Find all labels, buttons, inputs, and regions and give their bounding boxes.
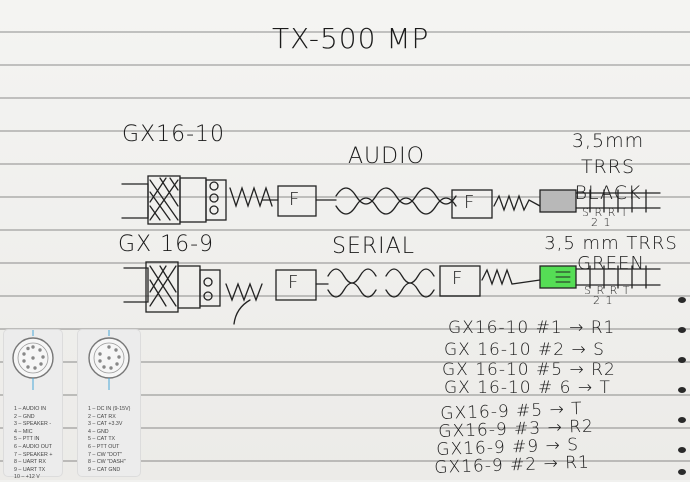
gx16-10-connector-drawing xyxy=(121,175,273,225)
mapping-audio-1: GX16-10 #1 → R1 xyxy=(448,318,616,338)
pin-row: 4 – GND xyxy=(88,428,109,435)
pin-row: 9 – UART TX xyxy=(14,466,46,473)
gx16-10-pinout-icon xyxy=(12,330,54,390)
label-serial: SERIAL xyxy=(332,234,415,259)
ferrite-label-1: F xyxy=(289,189,301,210)
gx16-9-pinout-card: 1 – DC IN (9-15V) 2 – CAT RX 3 – CAT +3.… xyxy=(78,330,140,476)
pin-row: 4 – MIC xyxy=(14,428,33,435)
label-audio: AUDIO xyxy=(348,144,425,169)
mapping-audio-4: GX 16-10 # 6 → T xyxy=(444,378,611,398)
gx16-9-connector-drawing xyxy=(123,261,263,313)
pin-row: 9 – CAT GND xyxy=(88,466,121,473)
pin-row: 3 – SPEAKER - xyxy=(14,421,52,428)
trrs-pins-black: S R R T 2 1 xyxy=(582,206,629,229)
trrs-black-plug xyxy=(539,189,577,213)
pin-row: 2 – CAT RX xyxy=(88,413,116,420)
pin-row: 7 – SPEAKER + xyxy=(14,451,53,458)
ferrite-2-serial xyxy=(439,265,481,297)
gx16-9-pin-list: 1 – DC IN (9-15V) 2 – CAT RX 3 – CAT +3.… xyxy=(88,406,130,474)
pin-row: 10 – +12 V xyxy=(14,474,40,481)
ferrite-label-4: F xyxy=(452,268,464,289)
pin-row: 2 – GND xyxy=(14,413,35,420)
pin-row: 5 – PTT IN xyxy=(14,436,40,443)
pin-row: 6 – AUDIO OUT xyxy=(14,443,52,450)
pin-row: 1 – DC IN (9-15V) xyxy=(88,406,131,412)
gx16-9-pinout-icon xyxy=(88,330,130,390)
gx16-10-pinout-card: 1 – AUDIO IN 2 – GND 3 – SPEAKER - 4 – M… xyxy=(4,330,62,480)
label-trrs-green: 3,5 mm TRRS GREEN xyxy=(544,233,678,274)
ferrite-label-3: F xyxy=(288,272,300,293)
audio-twisted-cable xyxy=(335,187,457,205)
pin-row: 3 – CAT +3.3V xyxy=(88,421,123,428)
ferrite-2-audio xyxy=(451,189,493,219)
gx16-10-pin-list: 1 – AUDIO IN 2 – GND 3 – SPEAKER - 4 – M… xyxy=(14,406,52,482)
pin-row: 7 – CW "DOT" xyxy=(88,451,123,458)
pin-row: 8 – UART RX xyxy=(14,459,46,466)
label-gx16-9: GX 16-9 xyxy=(118,232,215,257)
pin-row: 6 – PTT OUT xyxy=(88,443,120,450)
trrs-pins-green: S R R T 2 1 xyxy=(584,284,631,307)
mapping-audio-2: GX 16-10 #2 → S xyxy=(444,340,605,360)
pin-row: 8 – CW "DASH" xyxy=(88,459,126,466)
notebook-binding xyxy=(678,297,686,475)
pin-row: 1 – AUDIO IN xyxy=(14,406,47,412)
pin-row: 5 – CAT TX xyxy=(88,436,116,443)
page-title: TX-500 MP xyxy=(272,22,430,55)
serial-twisted-cable xyxy=(327,268,435,284)
ferrite-label-2: F xyxy=(464,192,476,213)
ferrite-1-audio xyxy=(277,185,317,217)
label-gx16-10: GX16-10 xyxy=(122,122,226,147)
mapping-audio-3: GX 16-10 #5 → R2 xyxy=(442,360,616,380)
label-trrs-black: 3,5mm TRRS BLACK xyxy=(571,130,645,204)
ferrite-1-serial xyxy=(275,269,317,301)
